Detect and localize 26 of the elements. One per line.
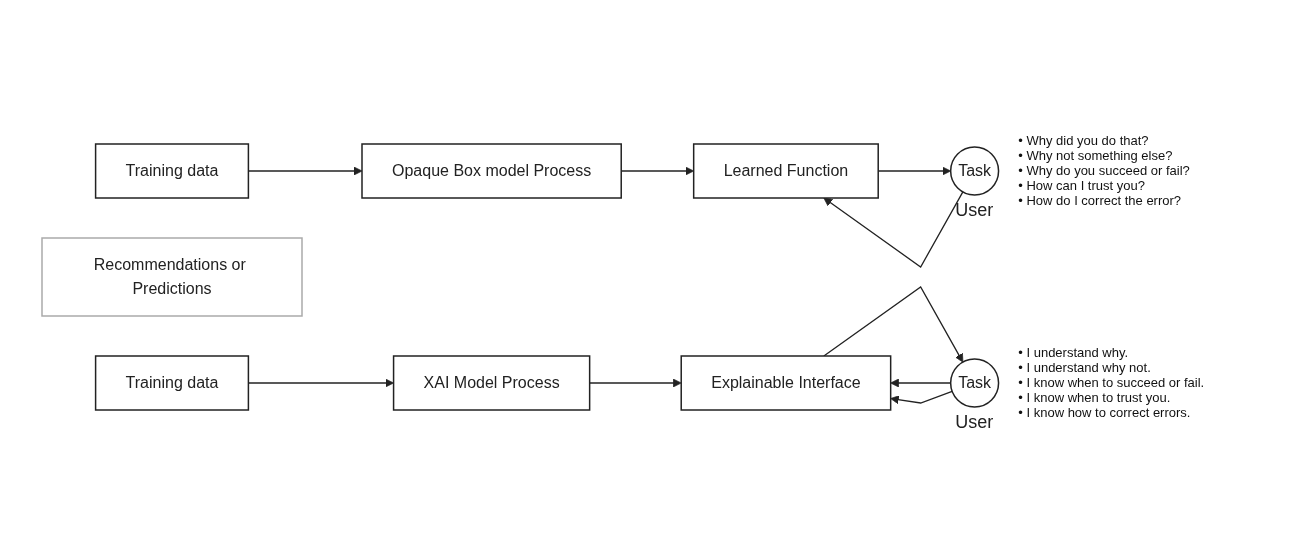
arrow — [890, 390, 953, 404]
node-box: Training data — [94, 142, 249, 199]
node-circle: Task — [949, 145, 1000, 196]
arrow — [822, 285, 963, 362]
bullet-text: • I know when to trust you. — [1018, 390, 1172, 405]
bullet-text: • I know how to correct errors. — [1018, 405, 1192, 420]
bullet-text: • I understand why. — [1018, 345, 1130, 360]
bullet-text: • Why do you succeed or fail? — [1018, 163, 1190, 178]
node-circle: Task — [949, 357, 1000, 408]
caption-text: User — [955, 200, 994, 222]
arrow — [620, 166, 694, 175]
arrow — [823, 190, 964, 268]
bullet-text: • How do I correct the error? — [1018, 193, 1183, 208]
node-box: Training data — [94, 354, 249, 411]
bullet-text: • I understand why not. — [1018, 360, 1152, 375]
node-box: XAI Model Process — [392, 354, 591, 411]
node-box: Learned Function — [692, 142, 879, 199]
bullet-text: • I know when to succeed or fail. — [1018, 375, 1205, 390]
node-box: Opaque Box model Process — [360, 142, 622, 199]
node-box: Recommendations or Predictions — [40, 236, 303, 317]
bullet-text: • Why not something else? — [1018, 148, 1174, 163]
bullet-text: • Why did you do that? — [1018, 133, 1150, 148]
bullet-text: • How can I trust you? — [1018, 178, 1146, 193]
caption-text: User — [955, 412, 994, 434]
node-box: Explainable Interface — [680, 354, 892, 411]
arrow — [877, 166, 951, 175]
